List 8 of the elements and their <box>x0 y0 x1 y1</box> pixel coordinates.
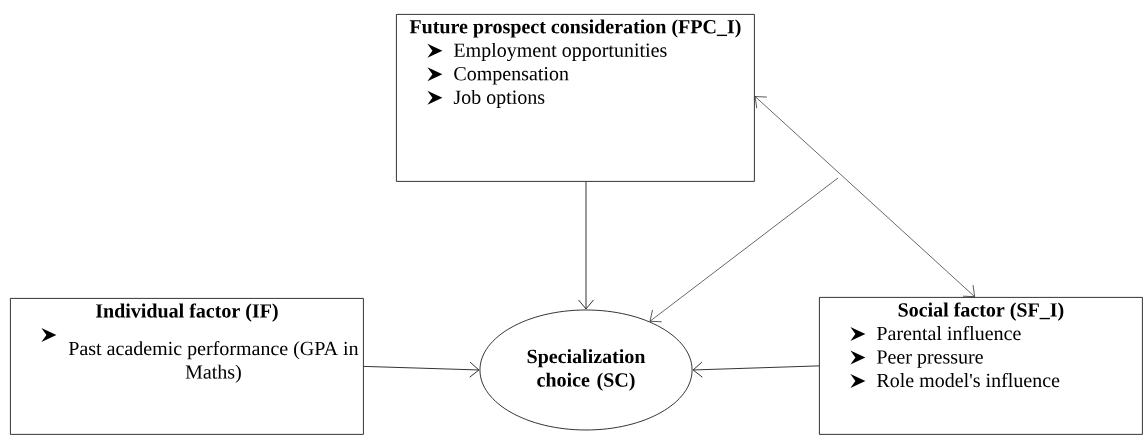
arrow <box>363 361 480 378</box>
arrow <box>692 361 820 378</box>
arrow <box>754 96 975 297</box>
factor-box: Social factor (SF_I) Parental influence Peer pressure Role model's influence <box>819 297 1143 435</box>
factor-box: Individual factor (IF) Past academic performance (GPA in Maths) <box>10 298 364 435</box>
arrow <box>578 181 594 310</box>
arrow <box>649 177 839 323</box>
factor-box: Future prospect consideration (FPC_I) Employment opportunities Compensation Job options <box>396 14 755 182</box>
